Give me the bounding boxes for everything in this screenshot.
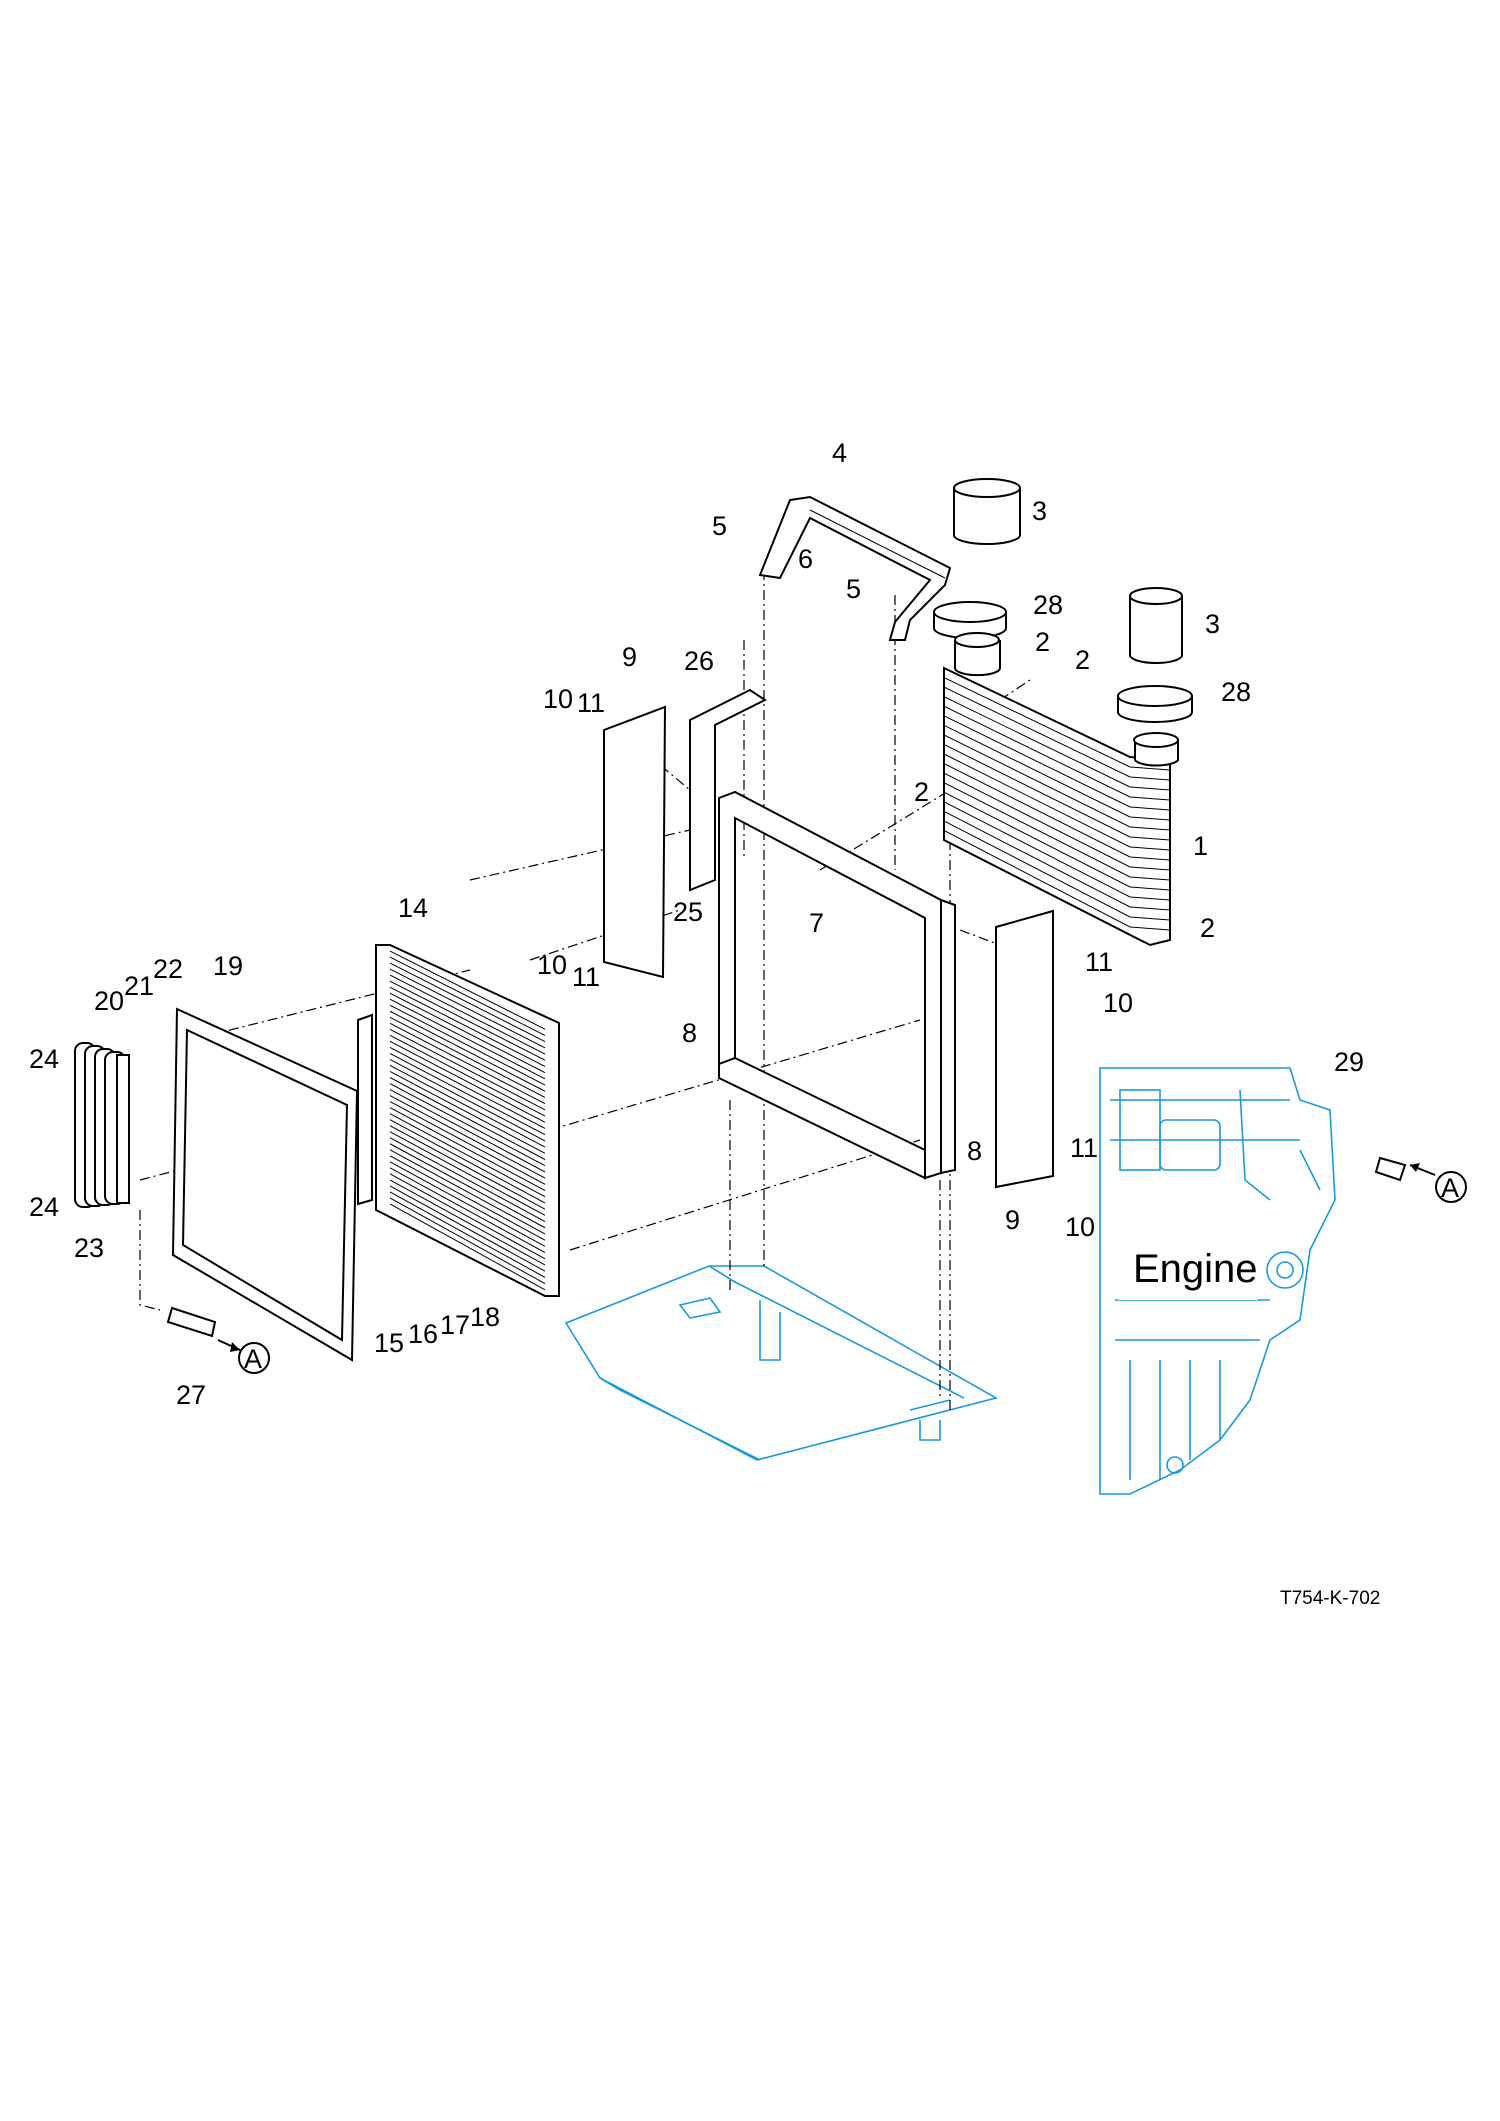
callout-22: 22 — [153, 954, 183, 984]
drawing-code: T754-K-702 — [1280, 1588, 1380, 1609]
callout-26: 26 — [684, 646, 714, 676]
callout-8: 8 — [967, 1136, 982, 1166]
callout-23: 23 — [74, 1233, 104, 1263]
condenser-seal-frame — [171, 1007, 359, 1362]
callout-9: 9 — [622, 642, 637, 672]
svg-text:A: A — [1441, 1173, 1459, 1203]
callout-2: 2 — [1075, 645, 1090, 675]
callout-24: 24 — [29, 1192, 59, 1222]
callout-11: 11 — [572, 962, 600, 992]
hose-27 — [166, 1306, 217, 1338]
hose-29-fitting — [1374, 1156, 1407, 1182]
callout-29: 29 — [1334, 1047, 1364, 1077]
engine-illustration: Engine — [1099, 1067, 1336, 1495]
callout-10: 10 — [1103, 988, 1133, 1018]
callout-2: 2 — [1035, 627, 1050, 657]
callout-28: 28 — [1033, 590, 1063, 620]
callout-18: 18 — [470, 1302, 500, 1332]
callout-19: 19 — [213, 951, 243, 981]
bracket-25 — [689, 688, 767, 892]
side-plate-right — [995, 909, 1054, 1189]
callout-4: 4 — [832, 438, 847, 468]
callout-3: 3 — [1205, 609, 1220, 639]
callout-16: 16 — [408, 1319, 438, 1349]
callout-11: 11 — [1085, 947, 1113, 977]
callout-6: 6 — [798, 544, 813, 574]
callout-10: 10 — [1065, 1212, 1095, 1242]
callout-7: 7 — [809, 908, 824, 938]
side-plate-left — [603, 705, 667, 979]
callout-2: 2 — [1200, 913, 1215, 943]
callout-25: 25 — [673, 897, 703, 927]
callout-10: 10 — [543, 684, 573, 714]
callout-21: 21 — [124, 971, 154, 1001]
callout-20: 20 — [94, 986, 124, 1016]
skid-plate — [564, 1265, 999, 1461]
callout-17: 17 — [440, 1310, 470, 1340]
condenser — [357, 944, 560, 1297]
callout-11: 11 — [1070, 1133, 1098, 1163]
engine-label: Engine — [1133, 1247, 1258, 1291]
callout-11: 11 — [577, 688, 605, 718]
callout-2: 2 — [914, 777, 929, 807]
upper-bracket — [758, 495, 952, 641]
charge-air-cooler — [943, 632, 1179, 947]
callout-1: 1 — [1193, 831, 1208, 861]
connection-marker-a-left: A — [217, 1339, 270, 1374]
callout-3: 3 — [1032, 496, 1047, 526]
callout-24: 24 — [29, 1044, 59, 1074]
callout-5: 5 — [712, 511, 727, 541]
callout-15: 15 — [374, 1328, 404, 1358]
callout-5: 5 — [846, 574, 861, 604]
oil-cooler — [74, 1042, 130, 1208]
callout-9: 9 — [1005, 1205, 1020, 1235]
callout-8: 8 — [682, 1018, 697, 1048]
connection-marker-a-right: A — [1409, 1163, 1467, 1203]
callout-27: 27 — [176, 1380, 206, 1410]
svg-text:A: A — [244, 1344, 262, 1374]
callout-14: 14 — [398, 893, 428, 923]
callout-28: 28 — [1221, 677, 1251, 707]
hoses — [933, 478, 1193, 723]
radiator-frame — [718, 790, 956, 1180]
callout-10: 10 — [537, 950, 567, 980]
